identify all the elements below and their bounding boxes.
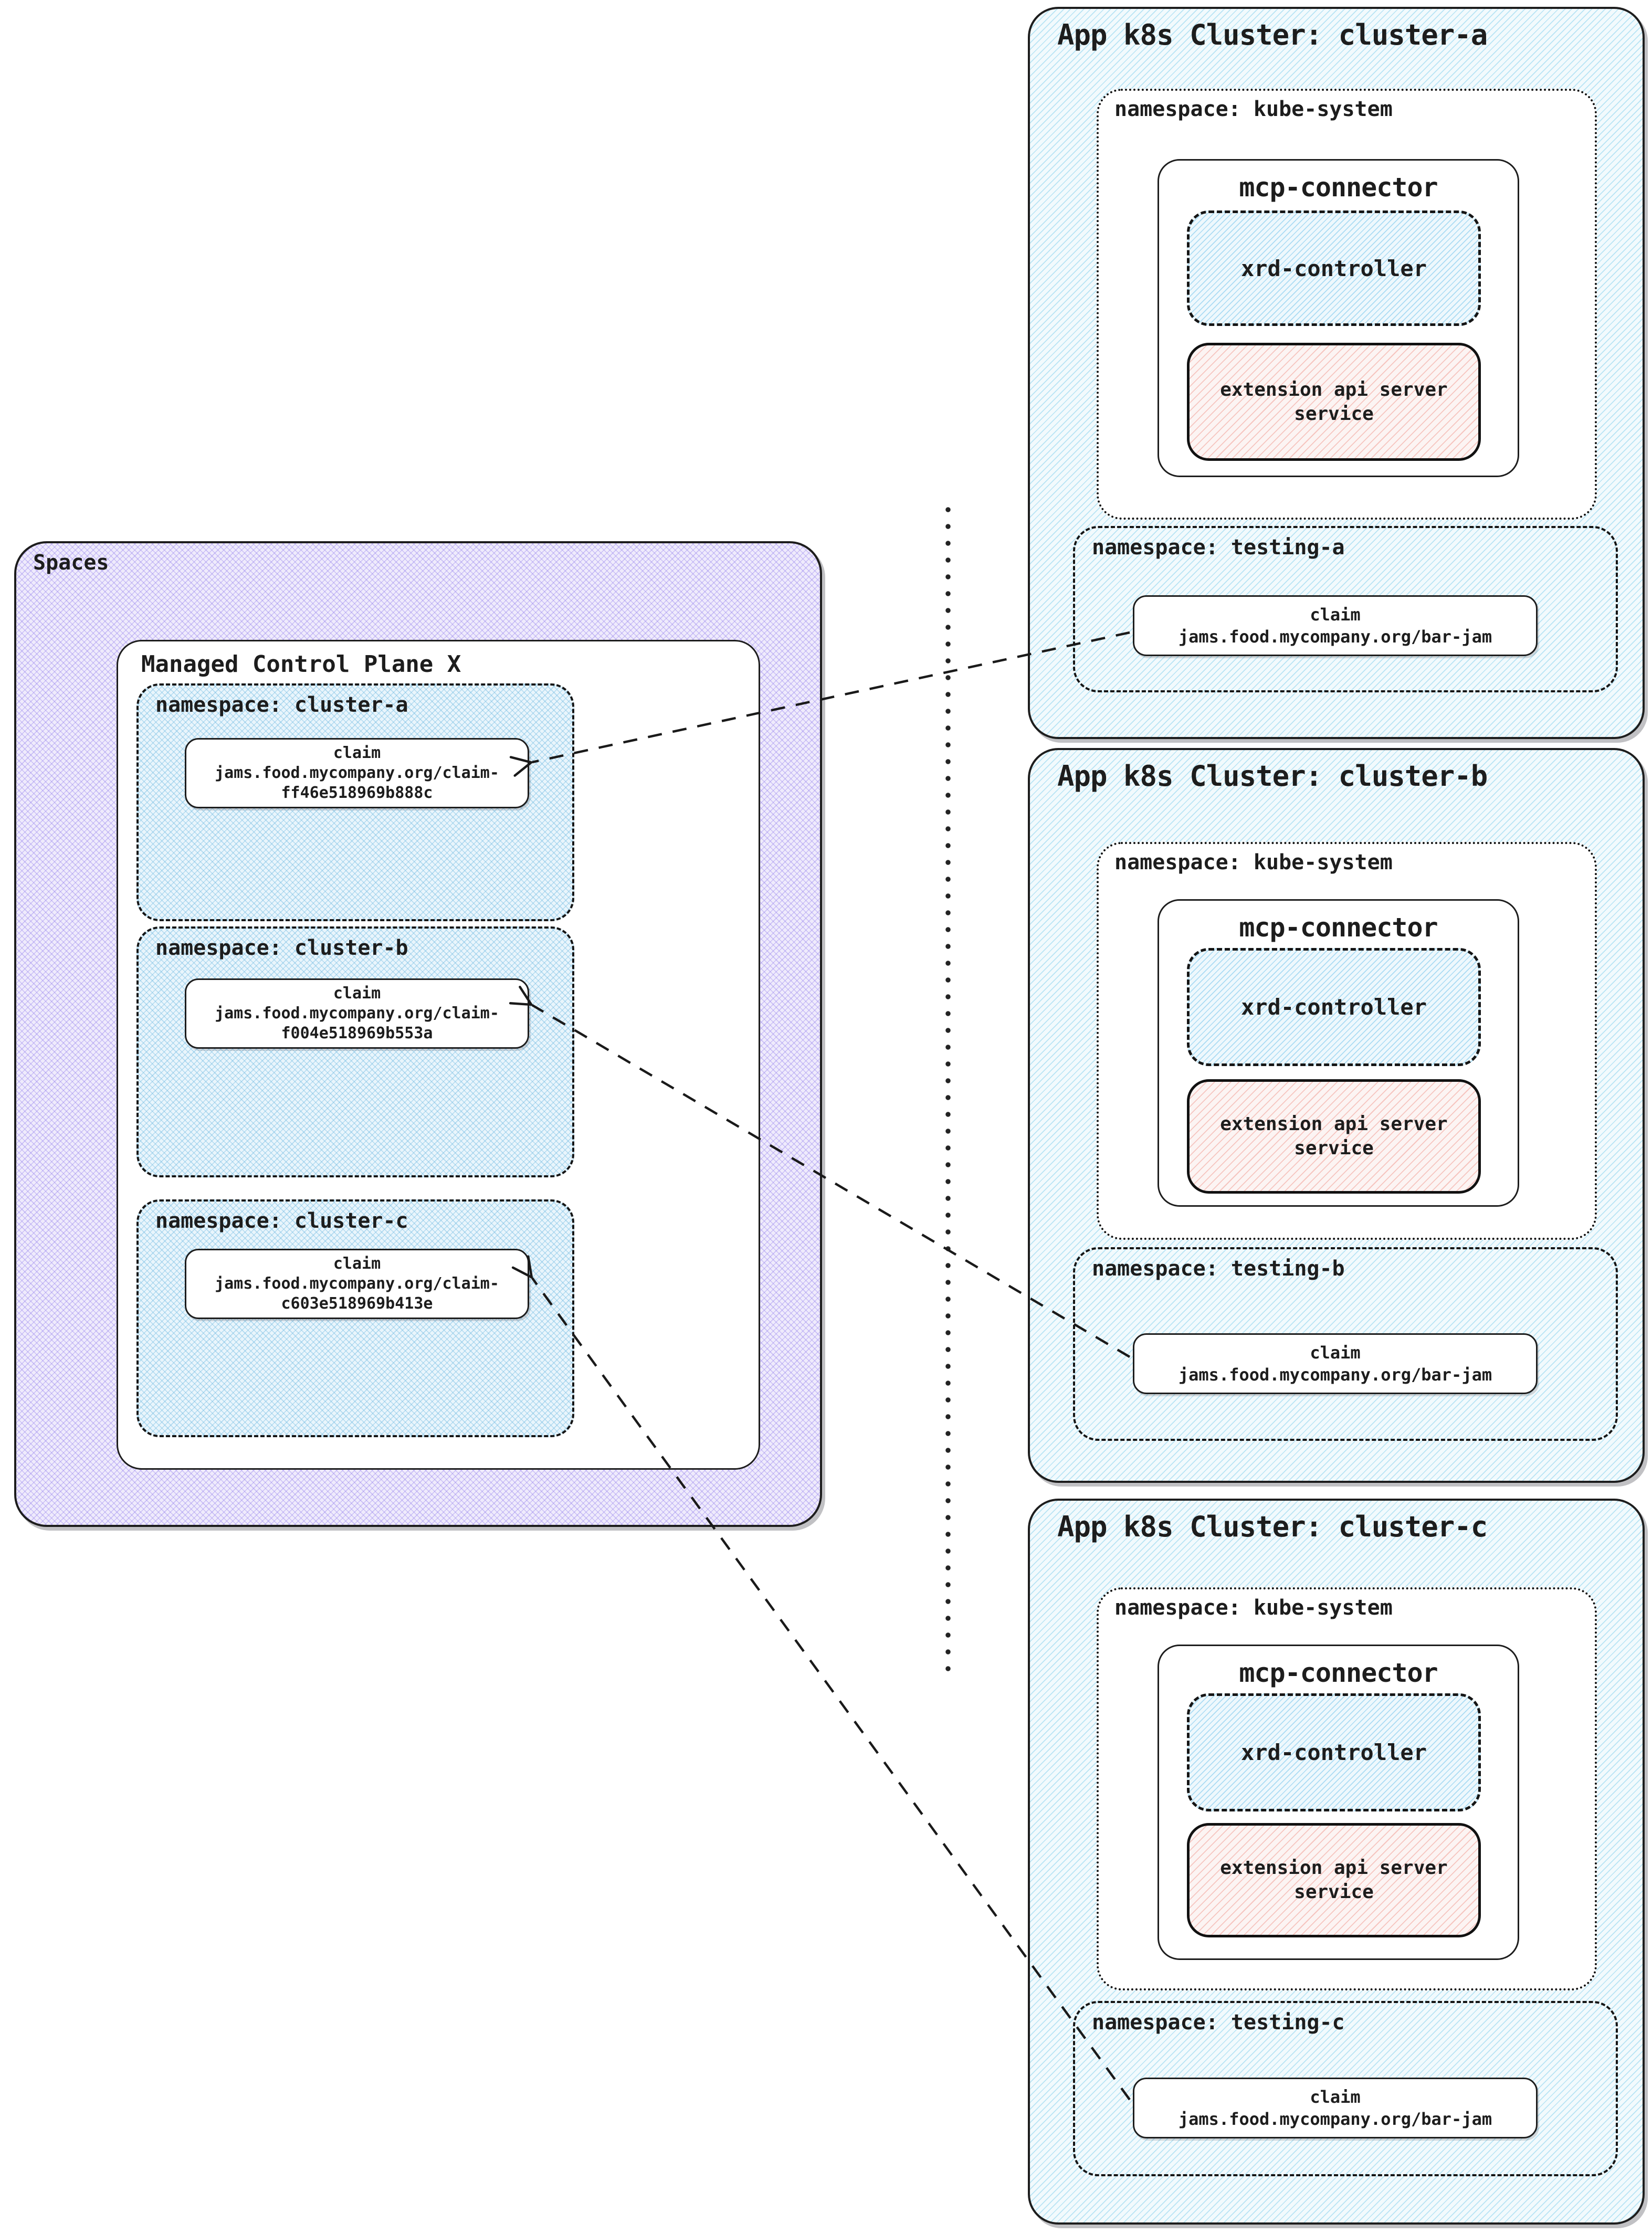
claim-title: claim [333, 1255, 381, 1273]
extension-api-server-box: extension api server service [1187, 1079, 1481, 1194]
claim-box-testing-c: claim jams.food.mycompany.org/bar-jam [1133, 2078, 1538, 2138]
extension-api-server-box: extension api server service [1187, 343, 1481, 461]
claim-title: claim [1310, 605, 1361, 625]
mcp-connector-label: mcp-connector [1239, 172, 1438, 203]
claim-title: claim [1310, 1343, 1361, 1363]
mcp-connector-label: mcp-connector [1239, 1658, 1438, 1688]
namespace-cluster-c-label: namespace: cluster-c [155, 1209, 408, 1233]
xrd-controller-box: xrd-controller [1187, 210, 1481, 326]
spaces-label: Spaces [33, 551, 109, 575]
mcp-connector-box: mcp-connector xrd-controller extension a… [1158, 899, 1519, 1207]
app-cluster-c-box: App k8s Cluster: cluster-c namespace: ku… [1028, 1499, 1645, 2225]
app-cluster-b-title: App k8s Cluster: cluster-b [1057, 760, 1488, 793]
testing-b-box: namespace: testing-b claim jams.food.myc… [1073, 1247, 1618, 1441]
claim-url: jams.food.mycompany.org/bar-jam [1178, 627, 1492, 647]
app-cluster-b-box: App k8s Cluster: cluster-b namespace: ku… [1028, 748, 1645, 1483]
extension-api-server-box: extension api server service [1187, 1823, 1481, 1937]
claim-box-testing-b: claim jams.food.mycompany.org/bar-jam [1133, 1333, 1538, 1394]
extension-api-line1: extension api server [1220, 378, 1448, 401]
kube-system-label: namespace: kube-system [1114, 1596, 1393, 1620]
namespace-cluster-a-box: namespace: cluster-a claim jams.food.myc… [136, 683, 574, 921]
mcp-connector-box: mcp-connector xrd-controller extension a… [1158, 1645, 1519, 1960]
claim-hash: c603e518969b413e [281, 1294, 433, 1313]
claim-url: jams.food.mycompany.org/claim- [215, 1004, 499, 1023]
claim-box-cluster-a: claim jams.food.mycompany.org/claim- ff4… [185, 738, 529, 808]
claim-url: jams.food.mycompany.org/bar-jam [1178, 1365, 1492, 1385]
namespace-cluster-b-box: namespace: cluster-b claim jams.food.myc… [136, 926, 574, 1177]
claim-title: claim [333, 744, 381, 762]
namespace-cluster-a-label: namespace: cluster-a [155, 693, 408, 717]
claim-box-cluster-c: claim jams.food.mycompany.org/claim- c60… [185, 1249, 529, 1319]
extension-api-line1: extension api server [1220, 1113, 1448, 1135]
claim-url: jams.food.mycompany.org/claim- [215, 764, 499, 782]
namespace-cluster-c-box: namespace: cluster-c claim jams.food.myc… [136, 1199, 574, 1437]
mcp-connector-label: mcp-connector [1239, 912, 1438, 943]
mcp-connector-box: mcp-connector xrd-controller extension a… [1158, 159, 1519, 477]
claim-url: jams.food.mycompany.org/claim- [215, 1274, 499, 1293]
extension-api-line1: extension api server [1220, 1857, 1448, 1879]
testing-a-box: namespace: testing-a claim jams.food.myc… [1073, 526, 1618, 692]
separator-dotted-line [945, 501, 951, 1672]
namespace-cluster-b-label: namespace: cluster-b [155, 936, 408, 960]
claim-title: claim [1310, 2087, 1361, 2107]
kube-system-box: namespace: kube-system mcp-connector xrd… [1097, 842, 1597, 1240]
testing-b-label: namespace: testing-b [1092, 1257, 1345, 1281]
kube-system-box: namespace: kube-system mcp-connector xrd… [1097, 89, 1597, 520]
kube-system-box: namespace: kube-system mcp-connector xrd… [1097, 1587, 1597, 1990]
kube-system-label: namespace: kube-system [1114, 97, 1393, 121]
extension-api-line2: service [1294, 1881, 1374, 1903]
managed-control-plane-box: Managed Control Plane X namespace: clust… [117, 640, 760, 1470]
kube-system-label: namespace: kube-system [1114, 850, 1393, 874]
testing-c-box: namespace: testing-c claim jams.food.myc… [1073, 2001, 1618, 2176]
claim-box-testing-a: claim jams.food.mycompany.org/bar-jam [1133, 595, 1538, 656]
claim-box-cluster-b: claim jams.food.mycompany.org/claim- f00… [185, 978, 529, 1049]
extension-api-line2: service [1294, 403, 1374, 425]
xrd-controller-box: xrd-controller [1187, 1693, 1481, 1811]
testing-c-label: namespace: testing-c [1092, 2010, 1345, 2035]
managed-control-plane-label: Managed Control Plane X [141, 651, 461, 678]
xrd-controller-box: xrd-controller [1187, 948, 1481, 1066]
spaces-box: Spaces Managed Control Plane X namespace… [14, 541, 822, 1527]
app-cluster-c-title: App k8s Cluster: cluster-c [1057, 1510, 1488, 1543]
claim-hash: ff46e518969b888c [281, 784, 433, 802]
extension-api-line2: service [1294, 1137, 1374, 1159]
testing-a-label: namespace: testing-a [1092, 535, 1345, 560]
claim-url: jams.food.mycompany.org/bar-jam [1178, 2109, 1492, 2129]
app-cluster-a-box: App k8s Cluster: cluster-a namespace: ku… [1028, 7, 1645, 739]
claim-hash: f004e518969b553a [281, 1024, 433, 1042]
app-cluster-a-title: App k8s Cluster: cluster-a [1057, 18, 1488, 51]
claim-title: claim [333, 984, 381, 1003]
